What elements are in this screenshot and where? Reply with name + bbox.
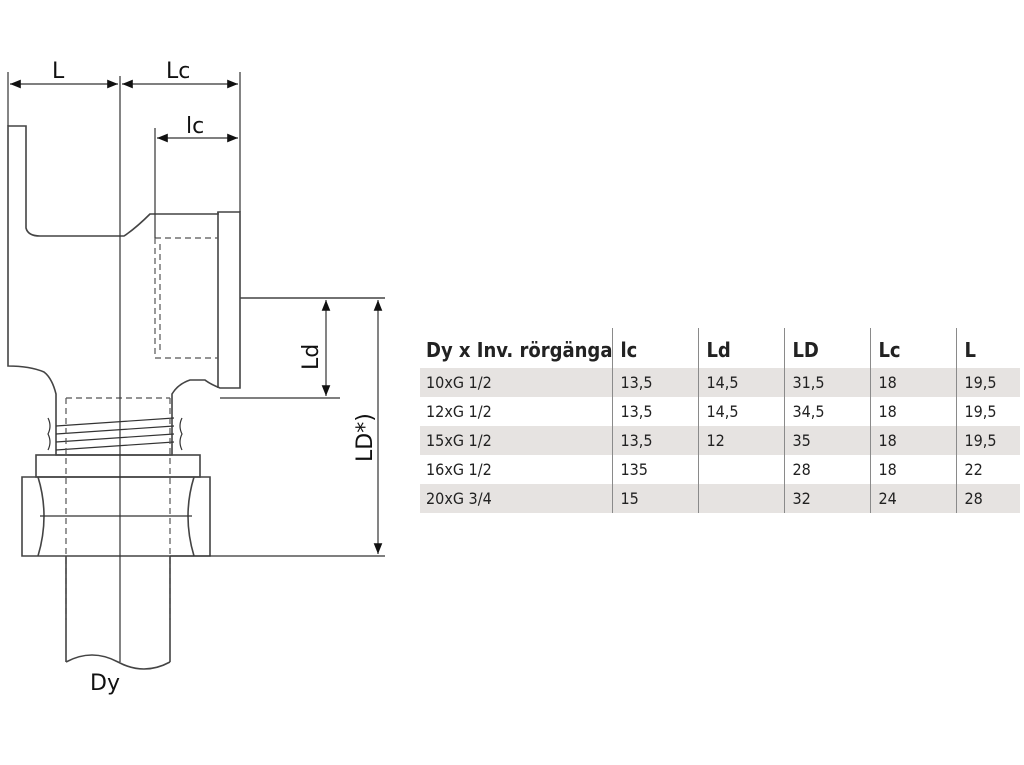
col-header-LD: LD [784, 328, 871, 368]
table-cell: 19,5 [956, 426, 1020, 455]
table-cell: 12 [698, 426, 785, 455]
table-cell: 10xG 1/2 [420, 368, 613, 397]
table-cell: 13,5 [612, 368, 699, 397]
table-header-row: Dy x Inv. rörgänga lc Ld LD Lc L [420, 328, 1020, 368]
table-cell: 34,5 [784, 397, 871, 426]
table-cell: 19,5 [956, 397, 1020, 426]
table-cell: 32 [784, 484, 871, 513]
dimension-label-Lc: Lc [166, 59, 190, 84]
table-cell: 13,5 [612, 397, 699, 426]
table-row: 15xG 1/2 13,5 12 35 18 19,5 [420, 426, 1020, 455]
dimension-label-Ld: Ld [299, 344, 324, 370]
table-cell: 22 [956, 455, 1020, 484]
pipe [65, 555, 385, 670]
table-cell: 35 [784, 426, 871, 455]
table-row: 10xG 1/2 13,5 14,5 31,5 18 19,5 [420, 368, 1020, 397]
table-cell: 14,5 [698, 397, 785, 426]
table-cell: 19,5 [956, 368, 1020, 397]
col-header-Ld: Ld [698, 328, 785, 368]
table-row: 12xG 1/2 13,5 14,5 34,5 18 19,5 [420, 397, 1020, 426]
table-row: 20xG 3/4 15 32 24 28 [420, 484, 1020, 513]
col-header-size: Dy x Inv. rörgänga [426, 338, 613, 362]
table-cell: 15 [612, 484, 699, 513]
port-thread-hidden-lines [154, 237, 218, 359]
dimension-label-L: L [52, 59, 65, 84]
table-row: 16xG 1/2 135 28 18 22 [420, 455, 1020, 484]
table-cell [698, 484, 785, 513]
table-cell [698, 455, 785, 484]
table-cell: 31,5 [784, 368, 871, 397]
table-cell: 14,5 [698, 368, 785, 397]
table-cell: 18 [870, 397, 957, 426]
dimension-label-lc: lc [186, 114, 204, 139]
col-header-Lc: Lc [870, 328, 957, 368]
table-cell: 12xG 1/2 [426, 402, 492, 421]
dimension-label-Dy: Dy [90, 671, 120, 696]
table-cell: 18 [870, 455, 957, 484]
dimension-lines [7, 72, 383, 554]
table-cell: 24 [870, 484, 957, 513]
col-header-L: L [956, 328, 1020, 368]
coupling-nut [21, 454, 211, 557]
dimension-table: Dy x Inv. rörgänga lc Ld LD Lc L 10xG 1/… [420, 328, 1020, 513]
fitting-body [7, 125, 385, 456]
table-cell: 18 [870, 368, 957, 397]
table-cell: 15xG 1/2 [420, 426, 613, 455]
table-cell: 13,5 [612, 426, 699, 455]
table-cell: 28 [956, 484, 1020, 513]
table-cell: 135 [612, 455, 699, 484]
pipe-thread [47, 397, 183, 620]
table-cell: 28 [784, 455, 871, 484]
table-cell: 16xG 1/2 [426, 460, 492, 479]
col-header-lc: lc [612, 328, 699, 368]
table-cell: 18 [870, 426, 957, 455]
dimension-label-LD: LD*) [353, 413, 378, 462]
table-cell: 20xG 3/4 [420, 484, 613, 513]
